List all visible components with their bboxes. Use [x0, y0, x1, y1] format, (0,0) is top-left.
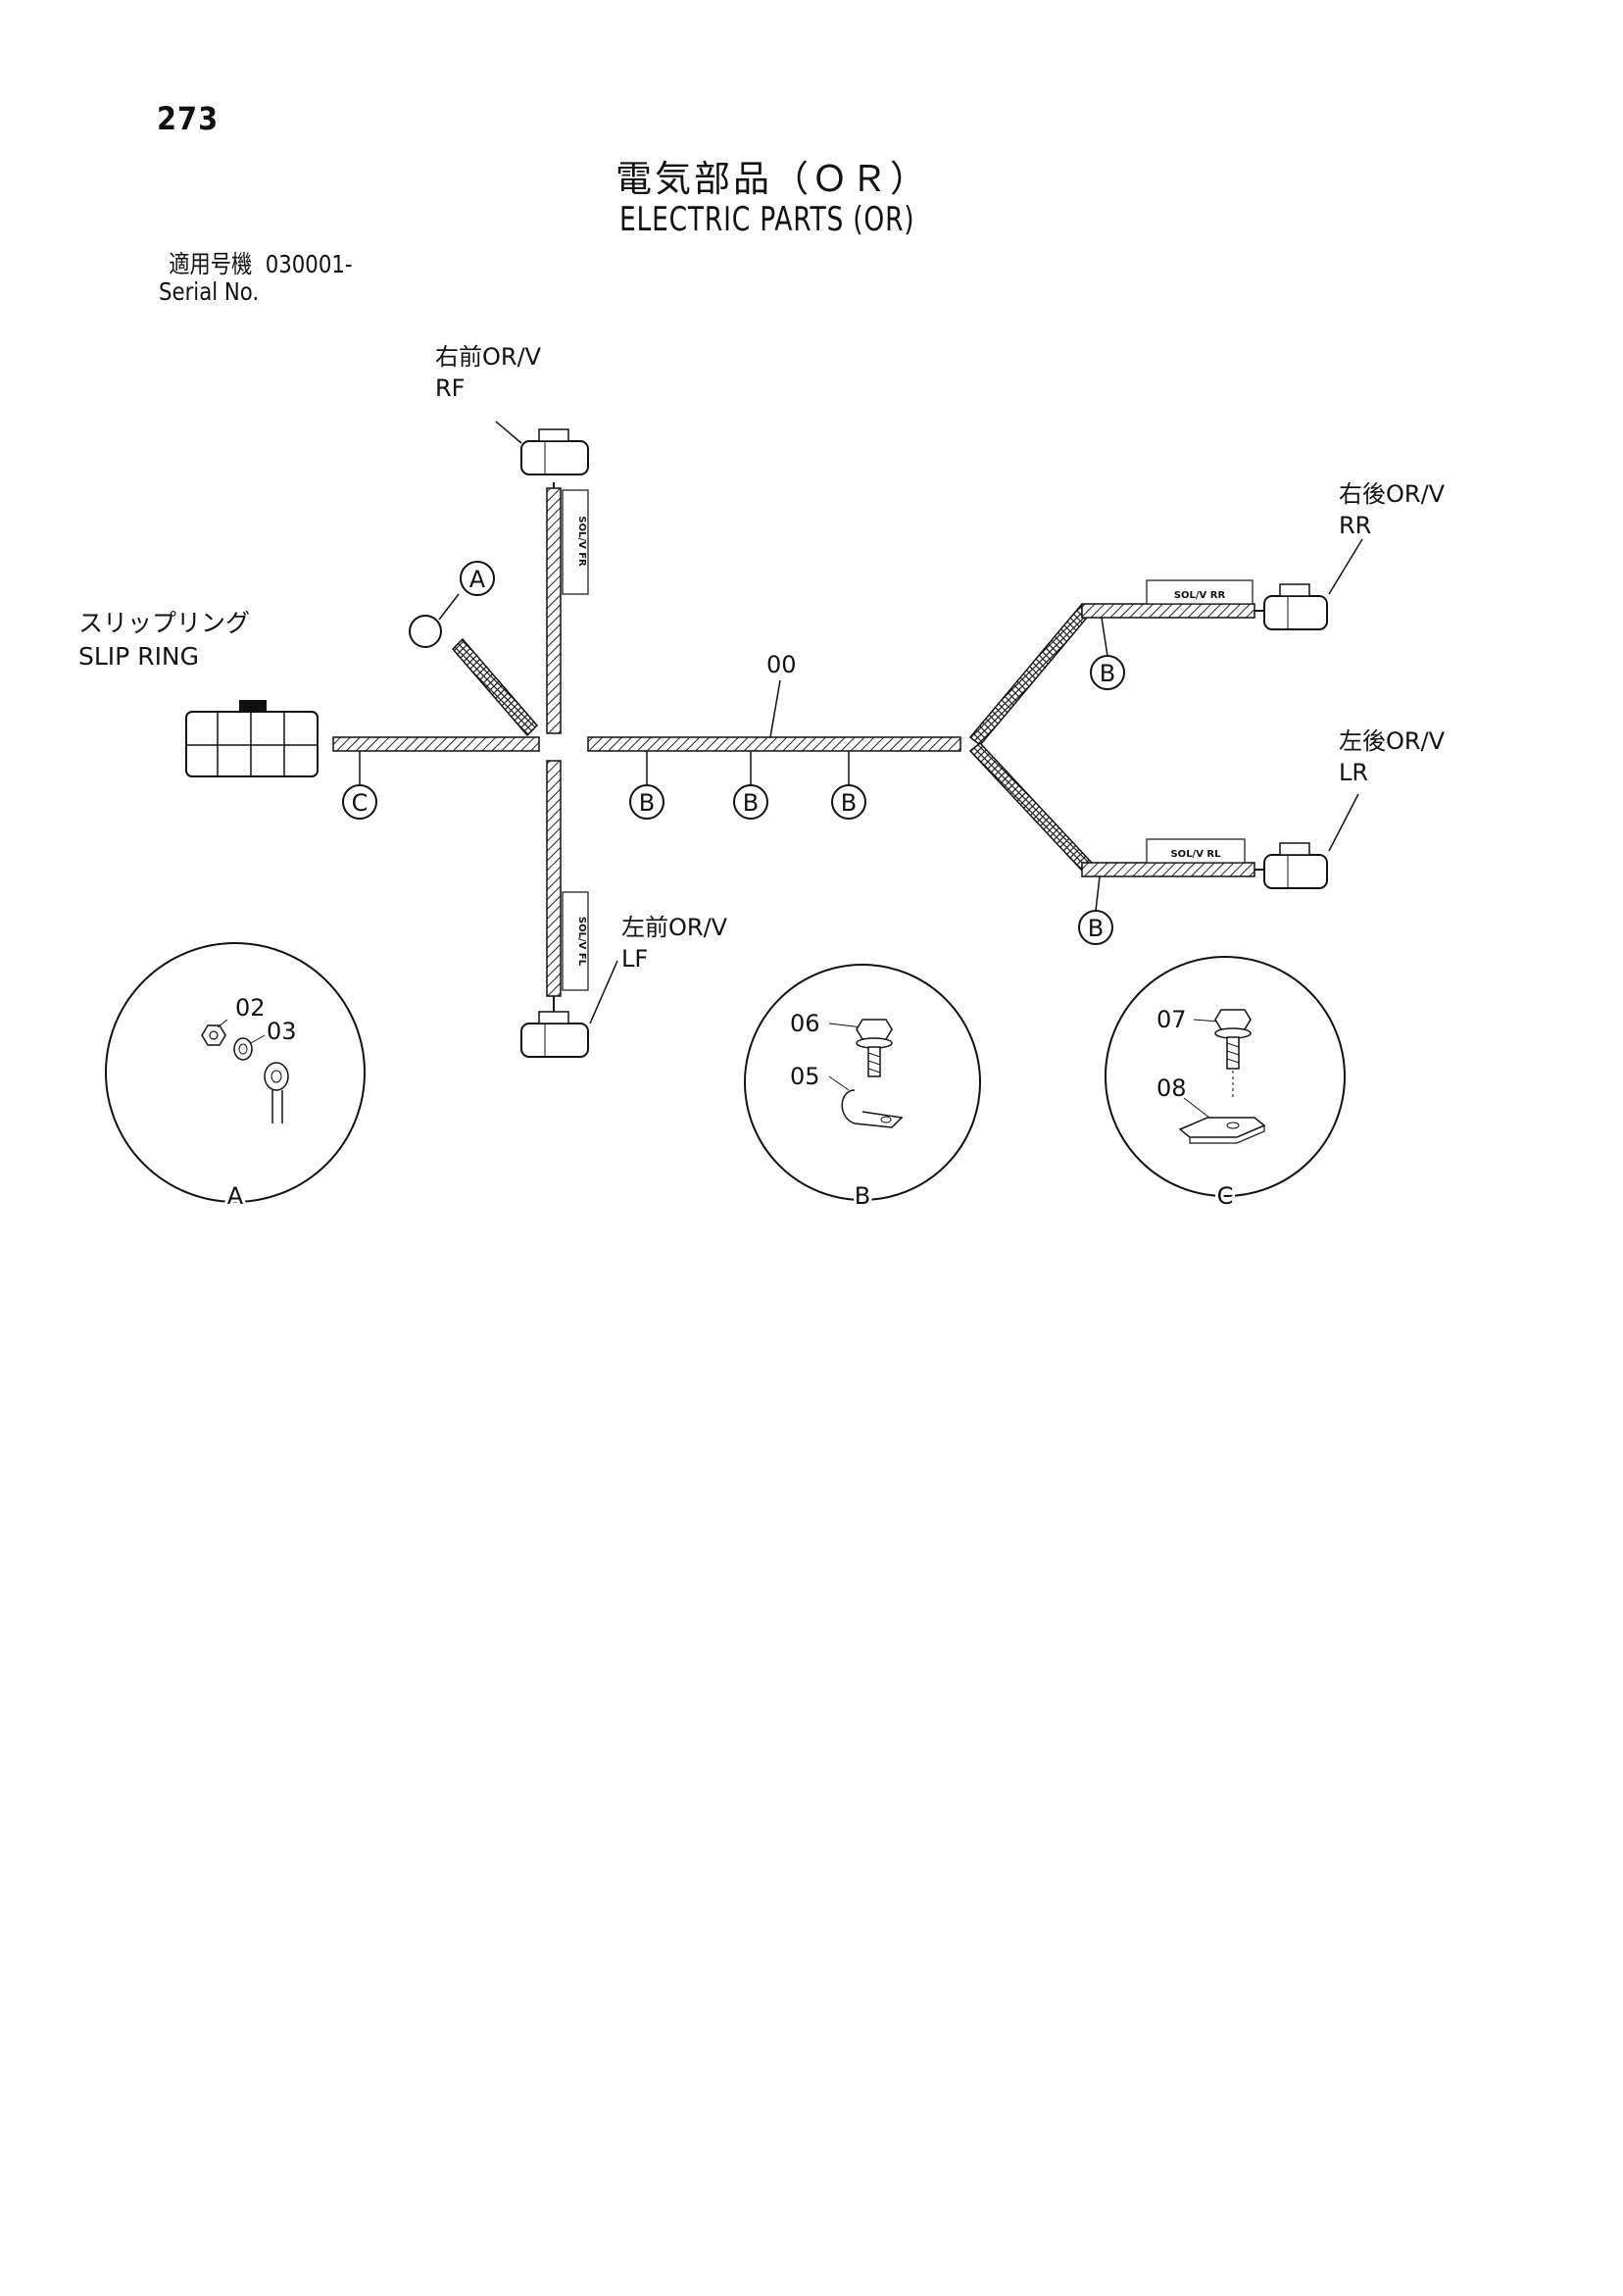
connector-lf: [520, 1011, 589, 1058]
callout-b-1: B: [629, 751, 664, 820]
part-08: 08: [1156, 1074, 1187, 1102]
detail-view-a: A 02 03: [105, 942, 366, 1213]
connector-lr: [1263, 842, 1328, 889]
svg-text:SOL/V FR: SOL/V FR: [576, 516, 587, 567]
svg-text:SOL/V RL: SOL/V RL: [1170, 849, 1221, 860]
rr-label-jp: 右後OR/V: [1339, 480, 1446, 508]
svg-text:B: B: [743, 789, 759, 817]
connector-rr: [1263, 583, 1328, 630]
rr-label-en: RR: [1339, 512, 1371, 539]
title-japanese: 電気部品（ＯＲ）: [615, 158, 929, 200]
harness-bundle: [332, 482, 1264, 1020]
detail-view-b: B 06 05: [744, 964, 981, 1213]
callout-c: C: [342, 751, 377, 820]
callout-b-5: B: [1078, 875, 1113, 945]
serial-label-jp: 適用号機: [169, 250, 253, 278]
serial-jp-line: 適用号機 030001-: [159, 250, 353, 278]
callout-b-3: B: [831, 751, 866, 820]
slip-ring-component: [185, 700, 319, 777]
svg-text:C: C: [352, 789, 369, 817]
tag-sol-v-rr: SOL/V RR: [1146, 579, 1254, 605]
rf-label-en: RF: [435, 374, 465, 402]
serial-label-en: Serial No.: [159, 277, 260, 306]
title-english: ELECTRIC PARTS (OR): [619, 200, 915, 239]
page-number: 273: [157, 100, 220, 137]
lf-label-jp: 左前OR/V: [621, 914, 728, 941]
part-03: 03: [267, 1018, 297, 1045]
svg-text:SOL/V FL: SOL/V FL: [576, 917, 587, 967]
part-06: 06: [790, 1010, 820, 1037]
connector-leaders: [495, 421, 1363, 1024]
serial-value: 030001-: [265, 250, 353, 278]
connector-rf: [520, 428, 589, 475]
part-02: 02: [235, 994, 266, 1022]
svg-text:B: B: [841, 789, 857, 817]
part-07: 07: [1156, 1006, 1187, 1033]
slip-ring-label-jp: スリップリング: [78, 609, 250, 637]
svg-text:B: B: [1100, 660, 1115, 687]
detail-c-letter: C: [1217, 1182, 1234, 1210]
detail-view-c: C 07 08: [1105, 956, 1346, 1213]
tag-sol-v-fl: SOL/V FL: [562, 891, 589, 991]
tag-sol-v-fr: SOL/V FR: [562, 489, 589, 595]
callout-b-2: B: [733, 751, 768, 820]
lr-label-jp: 左後OR/V: [1339, 727, 1446, 755]
svg-text:B: B: [1088, 915, 1104, 942]
svg-text:B: B: [639, 789, 655, 817]
lr-label-en: LR: [1339, 759, 1368, 786]
harness-part-number: 00: [766, 651, 797, 678]
part-05: 05: [790, 1063, 820, 1090]
callout-b-4: B: [1090, 617, 1125, 690]
callout-a: A: [460, 561, 495, 596]
ring-terminal: [409, 615, 442, 648]
slip-ring-label-en: SLIP RING: [78, 642, 199, 671]
svg-text:SOL/V RR: SOL/V RR: [1174, 590, 1226, 601]
detail-b-letter: B: [855, 1182, 870, 1210]
serial-block: 適用号機 030001- Serial No.: [159, 251, 353, 306]
lf-label-en: LF: [621, 945, 648, 973]
detail-a-letter: A: [227, 1182, 244, 1210]
rf-label-jp: 右前OR/V: [435, 343, 542, 371]
tag-sol-v-rl: SOL/V RL: [1146, 838, 1246, 864]
svg-text:A: A: [469, 566, 486, 593]
